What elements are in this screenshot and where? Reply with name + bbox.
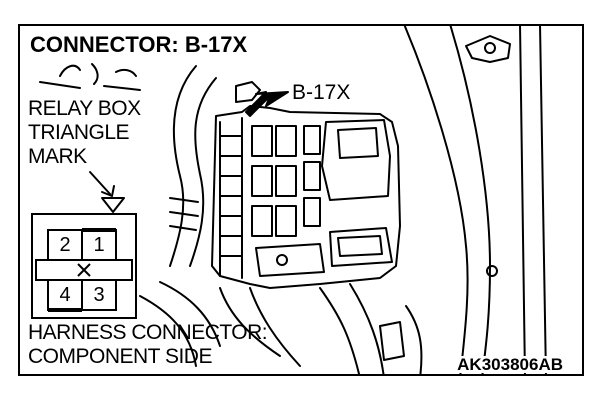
pin-4-marker	[48, 308, 82, 312]
pointer-arrow-icon	[245, 91, 289, 117]
body-panel-outline	[403, 26, 469, 374]
pin-1-marker	[82, 228, 116, 232]
pin-label-2: 2	[59, 234, 71, 256]
diagram-frame: CONNECTOR: B-17X B-17X RELAY BOX TRIANGL…	[18, 24, 584, 376]
pin-label-1: 1	[93, 234, 105, 256]
connector-pointer-label: B-17X	[292, 81, 351, 104]
triangle-mark-icon	[101, 197, 125, 213]
body-panel-edge	[519, 26, 526, 374]
pin-label-4: 4	[59, 284, 71, 306]
engine-bay-illustration	[31, 26, 547, 374]
harness-note-line-1: HARNESS CONNECTOR:	[28, 321, 268, 344]
relay-note-line-2: TRIANGLE	[28, 121, 130, 144]
panel-bracket	[465, 35, 511, 63]
relay-note-line-3: MARK	[28, 145, 87, 168]
relay-box-module	[321, 119, 391, 201]
body-panel-inner	[449, 26, 491, 374]
pin-label-3: 3	[93, 284, 105, 306]
relay-box-body	[211, 105, 401, 289]
harness-note-line-2: COMPONENT SIDE	[28, 345, 212, 368]
body-panel-flange	[539, 26, 547, 374]
relay-note-line-1: RELAY BOX	[28, 97, 141, 120]
panel-bolt-upper	[484, 42, 496, 54]
panel-bolt-lower	[486, 265, 498, 277]
hose-outline	[169, 65, 197, 267]
page-title: CONNECTOR: B-17X	[30, 32, 248, 57]
figure-code: AK303806AB	[454, 356, 566, 373]
